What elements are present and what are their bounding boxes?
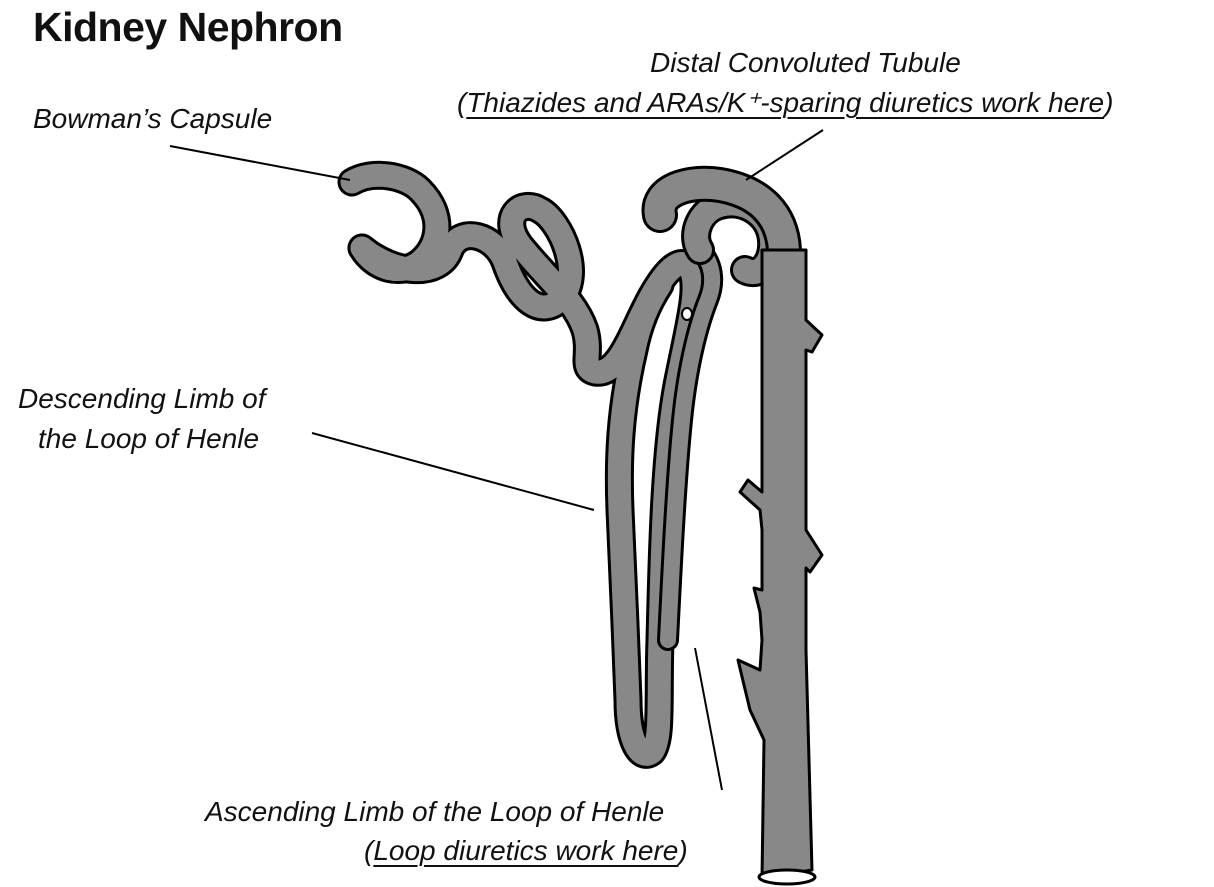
descending-limb-leader: [312, 433, 594, 510]
ascending-limb-note: (Loop diuretics work here): [364, 834, 688, 868]
distal-convoluted-tubule-label: Distal Convoluted Tubule: [650, 46, 961, 80]
leader-lines: [170, 130, 823, 790]
ascending-note-open: (: [364, 835, 373, 866]
distal-note-close: ): [1104, 87, 1113, 118]
distal-tubule-leader: [746, 130, 823, 180]
collecting-duct: [738, 250, 822, 878]
ascending-note-text: Loop diuretics work here: [373, 835, 678, 866]
bowmans-capsule-leader: [170, 146, 350, 180]
nephron-tubule: [352, 175, 822, 884]
distal-note-open: (: [457, 87, 466, 118]
distal-note-text: Thiazides and ARAs/K⁺-sparing diuretics …: [466, 87, 1104, 118]
collecting-duct-opening: [759, 870, 815, 884]
ascending-limb-label: Ascending Limb of the Loop of Henle: [205, 795, 664, 829]
descending-limb-label-line2: the Loop of Henle: [38, 422, 259, 456]
descending-limb-label-line1: Descending Limb of: [18, 382, 265, 416]
tubule-lumen-dot: [682, 308, 692, 320]
ascending-limb-leader: [695, 648, 722, 790]
proximal-tubule-fill: [362, 206, 694, 754]
ascending-note-close: ): [678, 835, 687, 866]
distal-convoluted-tubule-note: (Thiazides and ARAs/K⁺-sparing diuretics…: [457, 86, 1113, 120]
bowmans-capsule-label: Bowman’s Capsule: [33, 102, 272, 136]
